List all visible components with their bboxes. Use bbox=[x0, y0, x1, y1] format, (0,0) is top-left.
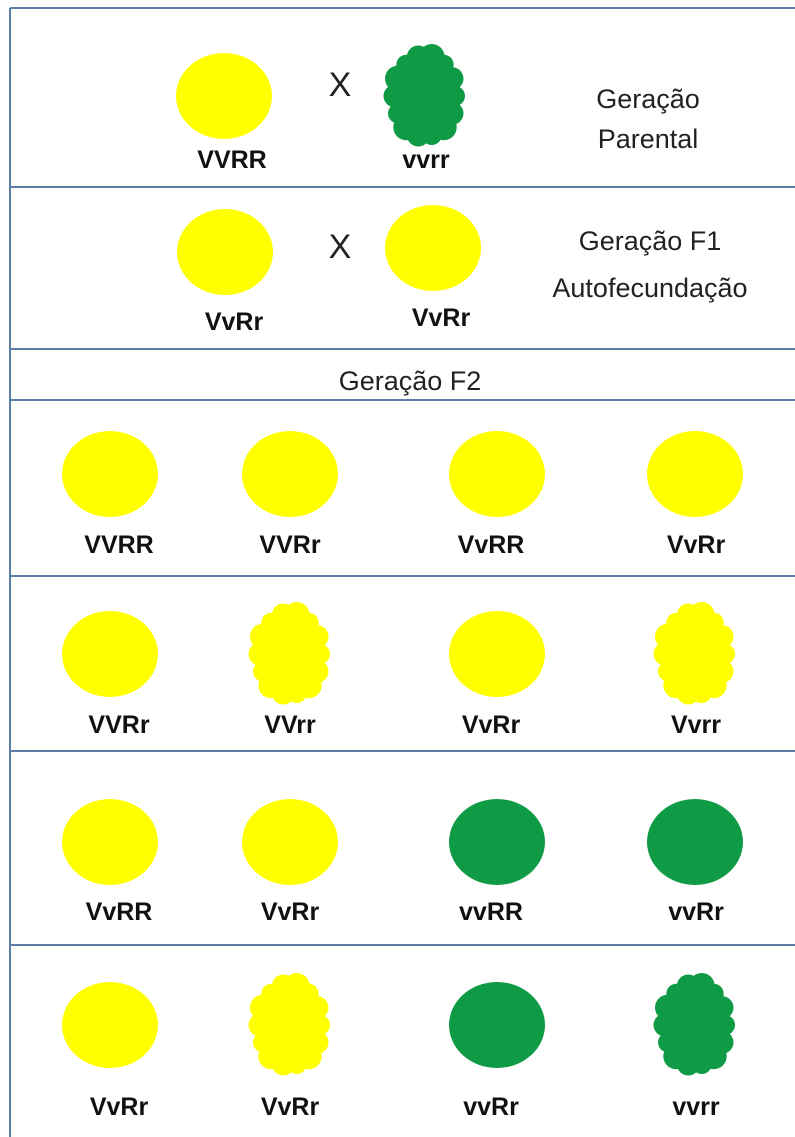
seed-f2-r3-c1: VvRR bbox=[62, 799, 158, 926]
seed-f1-2 bbox=[385, 205, 481, 291]
yellow-smooth-seed-shape bbox=[647, 431, 743, 517]
seed-f2-r3-c3: vvRR bbox=[449, 799, 545, 926]
genotype-label: vvRR bbox=[459, 898, 523, 926]
seed-f2-r2-c3: VvRr bbox=[449, 611, 545, 739]
genotype-label: VvRr bbox=[261, 1093, 320, 1121]
f2-title: Geração F2 bbox=[339, 366, 482, 396]
genotype-label: VVrr bbox=[264, 711, 316, 739]
seed-f2-r4-c2: VvRr bbox=[248, 973, 330, 1121]
seed-f1-1 bbox=[177, 209, 273, 295]
seed-f2-r4-c3: vvRr bbox=[449, 982, 545, 1121]
genotype-label: VvRr bbox=[412, 304, 471, 332]
seed-f2-r4-c4: vvrr bbox=[653, 973, 735, 1121]
seed-f2-r3-c4: vvRr bbox=[647, 799, 743, 926]
genotype-label: VVRR bbox=[84, 531, 153, 559]
seed-parental-1 bbox=[176, 53, 272, 139]
seed-f2-r3-c2: VvRr bbox=[242, 799, 338, 926]
seed-f2-r4-c1: VvRr bbox=[62, 982, 158, 1121]
genotype-label: VvRr bbox=[205, 308, 264, 336]
genotype-label: VvRr bbox=[90, 1093, 149, 1121]
genotype-label: VvRr bbox=[462, 711, 521, 739]
seed-f2-r1-c2: VVRr bbox=[242, 431, 338, 559]
genotype-label: Vvrr bbox=[671, 711, 721, 739]
yellow-smooth-seed-shape bbox=[62, 982, 158, 1068]
genotype-label: VvRr bbox=[667, 531, 726, 559]
green-wrinkled-seed-shape bbox=[383, 44, 465, 147]
parental-generation: VVRR X vvrr Geração Parental bbox=[176, 44, 700, 174]
genotype-label: VvRR bbox=[458, 531, 525, 559]
seed-f2-r2-c2: VVrr bbox=[248, 602, 330, 739]
green-wrinkled-seed-shape bbox=[653, 973, 735, 1076]
genotype-label: VVRR bbox=[197, 146, 266, 174]
yellow-smooth-seed-shape bbox=[62, 431, 158, 517]
genotype-label: VVRr bbox=[259, 531, 320, 559]
yellow-smooth-seed-shape bbox=[62, 799, 158, 885]
yellow-wrinkled-seed-shape bbox=[248, 973, 330, 1076]
f1-label-line1: Geração F1 bbox=[579, 226, 722, 256]
genotype-label: vvRr bbox=[668, 898, 724, 926]
yellow-smooth-seed-shape bbox=[242, 799, 338, 885]
genotype-label: vvRr bbox=[463, 1093, 519, 1121]
genotype-label: vvrr bbox=[402, 146, 450, 174]
yellow-smooth-seed-shape bbox=[449, 431, 545, 517]
yellow-smooth-seed-shape bbox=[449, 611, 545, 697]
yellow-smooth-seed-shape bbox=[177, 209, 273, 295]
seed-f2-r1-c4: VvRr bbox=[647, 431, 743, 559]
yellow-smooth-seed-shape bbox=[176, 53, 272, 139]
yellow-smooth-seed-shape bbox=[242, 431, 338, 517]
green-smooth-seed-shape bbox=[449, 799, 545, 885]
seed-f2-r1-c1: VVRR bbox=[62, 431, 158, 559]
genotype-label: VvRr bbox=[261, 898, 320, 926]
cross-symbol: X bbox=[329, 228, 352, 266]
genotype-label: VvRR bbox=[86, 898, 153, 926]
yellow-wrinkled-seed-shape bbox=[248, 602, 330, 705]
genotype-label: vvrr bbox=[672, 1093, 720, 1121]
green-smooth-seed-shape bbox=[647, 799, 743, 885]
seed-f2-r1-c3: VvRR bbox=[449, 431, 545, 559]
seed-f2-r2-c1: VVRr bbox=[62, 611, 158, 739]
f1-label-line2: Autofecundação bbox=[552, 273, 747, 303]
f1-generation: VvRr X VvRr Geração F1 Autofecundação bbox=[177, 205, 748, 336]
genotype-label: VVRr bbox=[88, 711, 149, 739]
yellow-smooth-seed-shape bbox=[385, 205, 481, 291]
cross-symbol: X bbox=[329, 66, 352, 104]
green-smooth-seed-shape bbox=[449, 982, 545, 1068]
seed-f2-r2-c4: Vvrr bbox=[653, 602, 735, 739]
yellow-smooth-seed-shape bbox=[62, 611, 158, 697]
seed-parental-2 bbox=[383, 44, 465, 147]
parental-label-line2: Parental bbox=[598, 124, 699, 154]
parental-label-line1: Geração bbox=[596, 84, 700, 114]
yellow-wrinkled-seed-shape bbox=[653, 602, 735, 705]
